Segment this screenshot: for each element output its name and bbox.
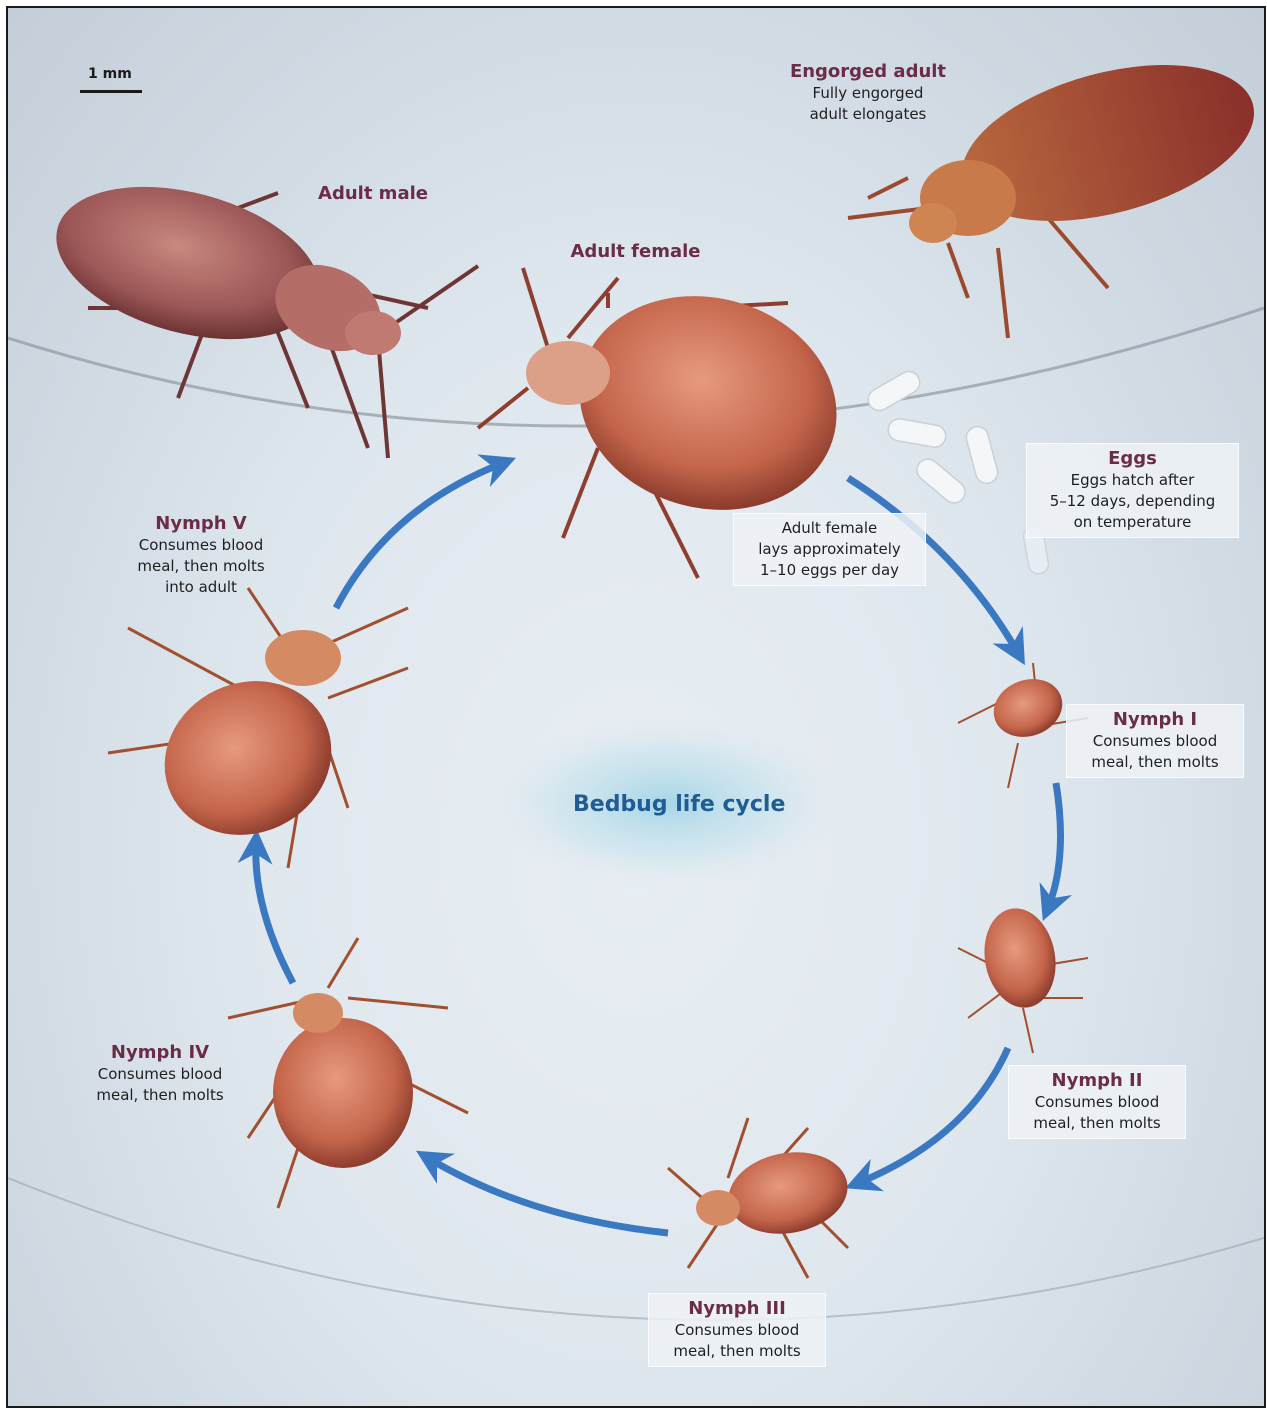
nymph-3-body — [722, 1143, 854, 1243]
engorged-adult-label: Engorged adult Fully engorged adult elon… — [778, 61, 958, 125]
adult-male-label: Adult male — [308, 183, 438, 205]
nymph-1-body — [986, 670, 1071, 747]
adult-female-desc-3: 1–10 eggs per day — [742, 560, 917, 581]
adult-female-desc-1: Adult female — [742, 518, 917, 539]
nymph-3-title: Nymph III — [657, 1298, 817, 1320]
engorged-adult-desc-1: Fully engorged — [778, 83, 958, 104]
nymph-2-desc-2: meal, then molts — [1017, 1113, 1177, 1134]
arrow-nymph1-to-nymph2 — [1048, 783, 1061, 908]
scale-bar — [80, 90, 142, 93]
nymph-5-body — [139, 654, 356, 862]
adult-female-head — [526, 341, 610, 405]
adult-female-body — [555, 268, 860, 538]
eggs-desc-3: on temperature — [1035, 512, 1230, 533]
eggs-desc-1: Eggs hatch after — [1035, 470, 1230, 491]
scale-label: 1 mm — [88, 66, 132, 82]
nymph-2-body — [977, 903, 1063, 1014]
adult-male-body — [39, 160, 336, 365]
engorged-adult-head — [909, 203, 957, 243]
adult-female-label: Adult female — [563, 241, 708, 263]
arrow-nymph3-to-nymph4 — [428, 1158, 668, 1233]
adult-female-desc-box: Adult female lays approximately 1–10 egg… — [733, 513, 926, 586]
diagram-title: Bedbug life cycle — [573, 792, 785, 817]
engorged-adult-title: Engorged adult — [778, 61, 958, 83]
adult-male-head — [345, 311, 401, 355]
nymph-4-body — [273, 1018, 413, 1168]
nymph-5-label: Nymph V Consumes blood meal, then molts … — [116, 513, 286, 598]
eggs-label: Eggs Eggs hatch after 5–12 days, dependi… — [1026, 443, 1239, 538]
nymph-3-desc-1: Consumes blood — [657, 1320, 817, 1341]
nymph-5-head — [265, 630, 341, 686]
nymph-2-desc-1: Consumes blood — [1017, 1092, 1177, 1113]
nymph-1-label: Nymph I Consumes blood meal, then molts — [1066, 704, 1244, 778]
diagram-frame: 1 mm Bedbug life cycle Engorged adult Fu… — [6, 6, 1266, 1408]
eggs-title: Eggs — [1035, 448, 1230, 470]
arrow-nymph2-to-nymph3 — [858, 1048, 1008, 1183]
nymph-5-title: Nymph V — [116, 513, 286, 535]
nymph-3-label: Nymph III Consumes blood meal, then molt… — [648, 1293, 826, 1367]
nymph-1-title: Nymph I — [1075, 709, 1235, 731]
surface-edge-bottom — [8, 1178, 1264, 1320]
nymph-5-desc-3: into adult — [116, 577, 286, 598]
nymph-2-label: Nymph II Consumes blood meal, then molts — [1008, 1065, 1186, 1139]
nymph-4-title: Nymph IV — [80, 1042, 240, 1064]
nymph-5-desc-1: Consumes blood — [116, 535, 286, 556]
nymph-3-desc-2: meal, then molts — [657, 1341, 817, 1362]
nymph-1-desc-1: Consumes blood — [1075, 731, 1235, 752]
adult-female-desc-2: lays approximately — [742, 539, 917, 560]
nymph-5-desc-2: meal, then molts — [116, 556, 286, 577]
nymph-4-head — [293, 993, 343, 1033]
eggs-desc-2: 5–12 days, depending — [1035, 491, 1230, 512]
adult-male-title: Adult male — [308, 183, 438, 205]
nymph-4-desc-2: meal, then molts — [80, 1085, 240, 1106]
engorged-adult-desc-2: adult elongates — [778, 104, 958, 125]
nymph-1-desc-2: meal, then molts — [1075, 752, 1235, 773]
nymph-3-head — [696, 1190, 740, 1226]
nymph-4-desc-1: Consumes blood — [80, 1064, 240, 1085]
adult-female-title: Adult female — [563, 241, 708, 263]
nymph-4-label: Nymph IV Consumes blood meal, then molts — [80, 1042, 240, 1106]
arrow-nymph5-to-adult — [336, 463, 503, 608]
nymph-2-title: Nymph II — [1017, 1070, 1177, 1092]
